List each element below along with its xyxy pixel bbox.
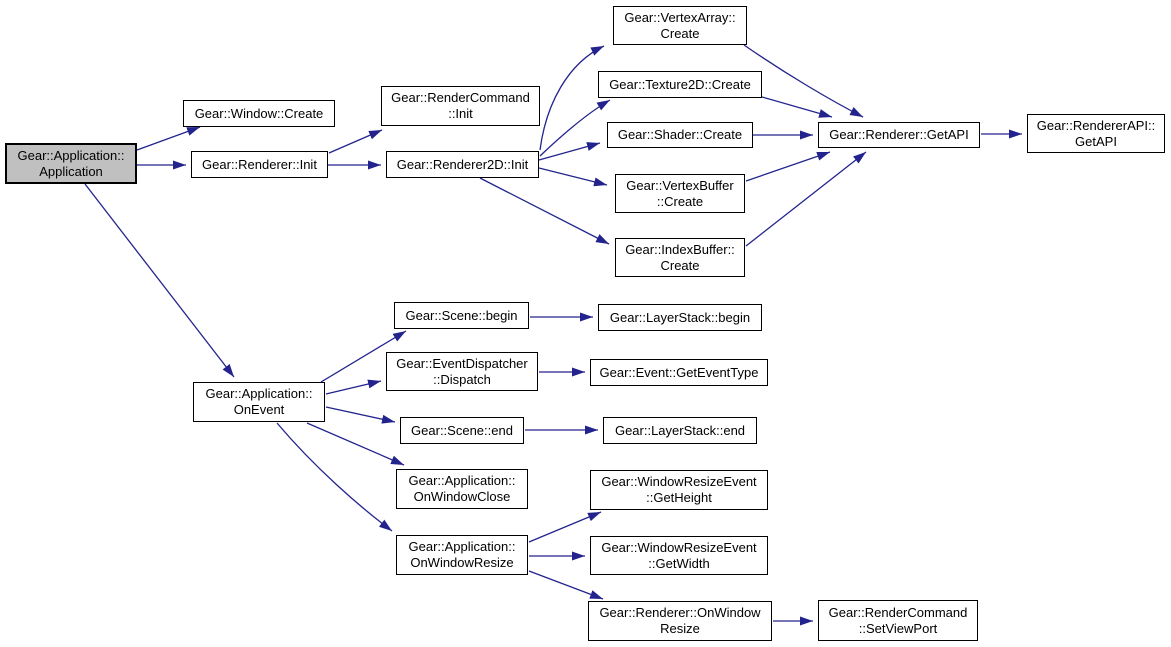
edge-renderer2d-init-to-vertexbuffer-create xyxy=(538,167,608,187)
edge-vertexarray-create-to-renderer-getapi xyxy=(743,44,864,118)
edge-renderer2d-init-to-texture2d-create xyxy=(539,99,611,157)
node-windowresizeevent-getwidth[interactable]: Gear::WindowResizeEvent::GetWidth xyxy=(590,536,768,575)
node-label-line: Gear::VertexBuffer xyxy=(626,177,734,193)
node-label-line: OnWindowResize xyxy=(410,555,514,570)
node-label-line: Gear::Renderer2D::Init xyxy=(396,156,529,172)
node-rendererapi-getapi[interactable]: Gear::RendererAPI::GetAPI xyxy=(1027,114,1165,153)
node-label-line: Gear::LayerStack::end xyxy=(614,422,746,438)
edge-indexbuffer-create-to-renderer-getapi xyxy=(745,151,867,247)
node-label-line: Gear::Application:: xyxy=(205,386,313,401)
node-label-line: Application xyxy=(39,163,103,179)
node-eventdispatcher-dispatch[interactable]: Gear::EventDispatcher::Dispatch xyxy=(386,352,538,391)
node-application-onevent[interactable]: Gear::Application::OnEvent xyxy=(193,382,325,422)
node-label-line: Gear::Scene::begin xyxy=(405,307,518,323)
node-label-line: Gear::Scene::end xyxy=(411,422,513,438)
node-label-line: Gear::RendererAPI:: xyxy=(1036,117,1156,133)
node-label-line: Gear::Texture2D::Create xyxy=(609,76,751,92)
node-scene-end[interactable]: Gear::Scene::end xyxy=(400,417,524,444)
node-label-line: Gear::Shader::Create xyxy=(617,127,743,142)
node-label-line: Gear::Renderer::GetAPI xyxy=(829,127,969,142)
node-label-line: OnWindowClose xyxy=(413,489,511,504)
node-label-line: Gear::Application:: xyxy=(17,147,125,163)
node-label-line: ::Dispatch xyxy=(433,371,491,387)
edge-renderer2d-init-to-indexbuffer-create xyxy=(479,177,610,245)
node-label-line: Gear::LayerStack::begin xyxy=(609,309,751,325)
node-label-line: ::SetViewPort xyxy=(858,620,938,636)
node-renderer-getapi[interactable]: Gear::Renderer::GetAPI xyxy=(818,122,980,148)
node-window-create[interactable]: Gear::Window::Create xyxy=(183,100,335,127)
node-label-line: GetAPI xyxy=(1075,133,1117,149)
node-label-line: ::Create xyxy=(656,193,704,209)
node-vertexarray-create[interactable]: Gear::VertexArray::Create xyxy=(613,6,747,45)
edge-application-ctor-to-window-create xyxy=(136,126,201,151)
edge-application-onwindowresize-to-renderer-onwindowresize xyxy=(528,570,604,600)
node-label-line: Gear::RenderCommand xyxy=(391,90,530,105)
edge-renderer2d-init-to-shader-create xyxy=(538,142,601,161)
node-label-line: Gear::WindowResizeEvent xyxy=(601,474,757,489)
edge-application-onevent-to-application-onwindowclose xyxy=(306,422,405,466)
node-label-line: ::GetWidth xyxy=(648,555,710,571)
node-label-line: ::Init xyxy=(448,106,473,121)
node-texture2d-create[interactable]: Gear::Texture2D::Create xyxy=(598,71,762,98)
node-label-line: Gear::WindowResizeEvent xyxy=(601,539,757,555)
node-windowresizeevent-getheight[interactable]: Gear::WindowResizeEvent::GetHeight xyxy=(590,470,768,510)
node-label-line: OnEvent xyxy=(233,402,285,417)
node-layerstack-begin[interactable]: Gear::LayerStack::begin xyxy=(598,304,762,331)
edge-renderer-init-to-rendercommand-init xyxy=(328,129,383,154)
edge-application-onwindowresize-to-windowresizeevent-getheight xyxy=(528,511,602,543)
node-rendercommand-setviewport[interactable]: Gear::RenderCommand::SetViewPort xyxy=(818,600,978,641)
node-label-line: Gear::RenderCommand xyxy=(828,604,968,620)
node-label-line: Gear::IndexBuffer:: xyxy=(625,241,735,257)
node-label-line: Gear::Renderer::OnWindow xyxy=(599,605,761,620)
node-rendercommand-init[interactable]: Gear::RenderCommand::Init xyxy=(381,86,540,126)
edge-renderer2d-init-to-vertexarray-create xyxy=(539,45,605,151)
edge-texture2d-create-to-renderer-getapi xyxy=(761,96,833,118)
node-layerstack-end[interactable]: Gear::LayerStack::end xyxy=(603,417,757,444)
node-application-onwindowresize[interactable]: Gear::Application::OnWindowResize xyxy=(396,535,528,575)
node-vertexbuffer-create[interactable]: Gear::VertexBuffer::Create xyxy=(615,174,745,213)
node-label-line: Create xyxy=(660,25,700,41)
node-label-line: Gear::VertexArray:: xyxy=(624,9,736,25)
node-label-line: Gear::Renderer::Init xyxy=(202,156,317,172)
edge-application-onevent-to-scene-begin xyxy=(320,330,407,383)
edge-application-ctor-to-application-onevent xyxy=(84,183,235,378)
node-label-line: Gear::EventDispatcher xyxy=(396,355,528,371)
node-renderer-init[interactable]: Gear::Renderer::Init xyxy=(191,151,328,178)
node-label-line: Resize xyxy=(660,621,700,636)
node-application-ctor: Gear::Application::Application xyxy=(5,143,137,184)
node-shader-create[interactable]: Gear::Shader::Create xyxy=(607,122,753,148)
node-event-geteventtype[interactable]: Gear::Event::GetEventType xyxy=(590,359,768,386)
edge-vertexbuffer-create-to-renderer-getapi xyxy=(745,151,831,182)
node-label-line: ::GetHeight xyxy=(646,490,712,505)
node-application-onwindowclose[interactable]: Gear::Application::OnWindowClose xyxy=(396,469,528,509)
node-label-line: Gear::Application:: xyxy=(408,539,516,554)
node-renderer2d-init[interactable]: Gear::Renderer2D::Init xyxy=(386,151,539,178)
node-label-line: Gear::Application:: xyxy=(408,473,516,488)
node-scene-begin[interactable]: Gear::Scene::begin xyxy=(394,302,529,329)
node-label-line: Gear::Window::Create xyxy=(194,105,324,121)
edge-application-onevent-to-application-onwindowresize xyxy=(276,422,393,532)
edge-application-onevent-to-scene-end xyxy=(325,406,396,424)
node-label-line: Gear::Event::GetEventType xyxy=(599,364,759,380)
edge-application-onevent-to-eventdispatcher-dispatch xyxy=(325,379,382,395)
node-label-line: Create xyxy=(660,257,700,273)
node-indexbuffer-create[interactable]: Gear::IndexBuffer::Create xyxy=(615,238,745,277)
